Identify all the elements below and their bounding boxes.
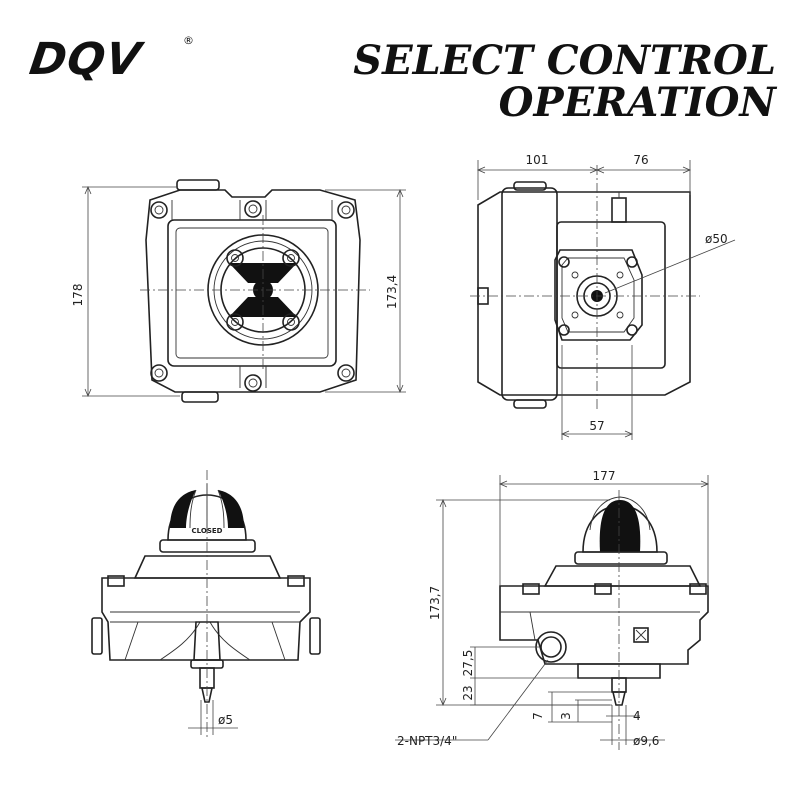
dim-label-173-7: 173,7 — [428, 586, 442, 620]
dim-label-76: 76 — [633, 153, 648, 167]
dim-label-178: 178 — [71, 284, 85, 307]
front-view-body — [101, 577, 311, 661]
underside-pin — [611, 197, 627, 223]
dim-label-57: 57 — [589, 419, 604, 433]
dim-label-101: 101 — [526, 153, 549, 167]
dim-label-shaft-5: ø5 — [218, 713, 233, 727]
registered-mark: ® — [183, 34, 194, 47]
dim-label-177: 177 — [593, 469, 616, 483]
underside-body — [477, 191, 691, 396]
ground-screw — [633, 627, 649, 643]
side-view-body — [499, 585, 709, 665]
dim-label-3: 3 — [559, 712, 573, 720]
dim-label-4: 4 — [633, 709, 641, 723]
headline-line-2: OPERATION — [498, 79, 776, 126]
dim-label-7: 7 — [531, 712, 545, 720]
dim-label-173-4: 173,4 — [385, 275, 399, 309]
top-view-ridges — [171, 200, 333, 388]
top-view-body — [145, 189, 361, 393]
underside-panel — [556, 221, 666, 369]
top-view-inner-panel-edge — [175, 227, 329, 359]
top-view-inner-panel — [167, 219, 337, 367]
side-view: 177 173,7 27,5 23 7 3 4 — [395, 469, 710, 750]
port-leader — [487, 659, 549, 741]
headline-line-1: SELECT CONTROL — [353, 37, 776, 84]
namur-mount-holes — [558, 256, 638, 336]
port-label: 2-NPT3/4" — [397, 734, 457, 748]
underside-view: 101 76 ø50 57 — [470, 153, 736, 440]
indicator-screws — [226, 249, 300, 331]
dim-label-50: ø50 — [705, 232, 728, 246]
front-view: CLOSED ø5 — [91, 470, 321, 740]
top-view-tab-bottom — [181, 391, 219, 403]
top-view: 178 173,4 — [71, 179, 406, 403]
top-view-tab-top — [176, 179, 220, 191]
dim-label-23: 23 — [461, 685, 475, 700]
dim-leader-50 — [604, 239, 736, 294]
headline: SELECT CONTROL OPERATION — [353, 40, 776, 124]
top-view-corner-bolts — [150, 200, 355, 392]
dim-label-shaft-9-6: ø9,6 — [633, 734, 659, 748]
dim-label-27-5: 27,5 — [461, 650, 475, 677]
underside-side-flange — [501, 187, 558, 401]
